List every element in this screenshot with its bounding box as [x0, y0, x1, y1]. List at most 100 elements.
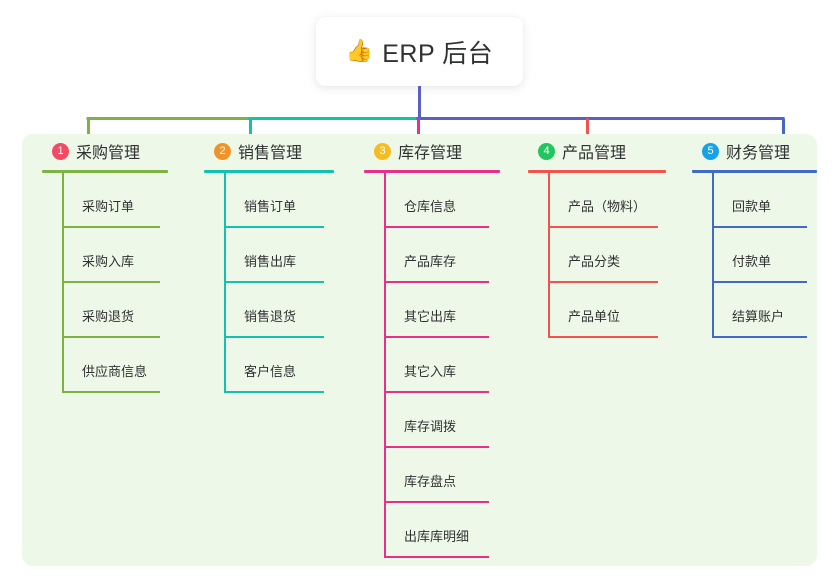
column-items-1: 采购订单采购入库采购退货供应商信息 [62, 173, 168, 393]
menu-item-label: 付款单 [732, 254, 772, 269]
menu-item-rule [224, 391, 324, 393]
menu-item-rule [384, 501, 489, 503]
page-title: ERP 后台 [382, 39, 494, 68]
menu-item-label: 供应商信息 [82, 364, 148, 379]
column-badge-1: 1 [52, 142, 69, 160]
menu-item-rule [384, 226, 489, 228]
column-title-5: 财务管理 [726, 145, 791, 162]
menu-item-rule [548, 281, 658, 283]
menu-item-label: 销售退货 [244, 309, 297, 324]
column-items-2: 销售订单销售出库销售退货客户信息 [224, 173, 334, 393]
column-title-1: 采购管理 [76, 145, 141, 162]
menu-item-label: 库存盘点 [404, 474, 457, 489]
menu-item-label: 产品库存 [404, 254, 457, 269]
column-产品管理: 4 产品管理产品（物料） 产品分类产品单位 [528, 134, 666, 338]
column-采购管理: 1 采购管理采购订单采购入库采购退货供应商信息 [42, 134, 168, 393]
menu-item-label: 仓库信息 [404, 199, 457, 214]
thumbs-up-icon: 👍 [345, 37, 374, 63]
menu-item-label: 产品单位 [568, 309, 621, 324]
column-header-1[interactable]: 1 采购管理 [42, 134, 168, 168]
menu-item[interactable]: 采购退货 [62, 283, 168, 338]
column-header-rule-3 [364, 170, 500, 173]
menu-item-rule [224, 336, 324, 338]
column-销售管理: 2 销售管理销售订单销售出库销售退货客户信息 [204, 134, 334, 393]
column-badge-2: 2 [214, 142, 231, 160]
menu-item-label: 回款单 [732, 199, 772, 214]
menu-item[interactable]: 客户信息 [224, 338, 334, 393]
column-header-rule-1 [42, 170, 168, 173]
menu-item[interactable]: 销售退货 [224, 283, 334, 338]
column-spine-4 [548, 173, 550, 338]
menu-item-rule [384, 336, 489, 338]
menu-item[interactable]: 产品（物料） [548, 173, 666, 228]
column-header-rule-4 [528, 170, 666, 173]
menu-item-rule [548, 336, 658, 338]
column-items-5: 回款单付款单结算账户 [712, 173, 817, 338]
menu-item[interactable]: 产品库存 [384, 228, 500, 283]
menu-item[interactable]: 其它入库 [384, 338, 500, 393]
title-inner: 👍 ERP 后台 [346, 34, 493, 70]
column-badge-4: 4 [538, 142, 555, 160]
menu-item-label: 客户信息 [244, 364, 297, 379]
column-spine-3 [384, 173, 386, 558]
column-title-2: 销售管理 [238, 145, 303, 162]
column-items-4: 产品（物料） 产品分类产品单位 [548, 173, 666, 338]
menu-item-rule [62, 336, 160, 338]
menu-item-rule [62, 226, 160, 228]
column-badge-5: 5 [702, 142, 719, 160]
menu-item[interactable]: 采购入库 [62, 228, 168, 283]
column-header-rule-5 [692, 170, 817, 173]
menu-item-label: 采购入库 [82, 254, 135, 269]
column-财务管理: 5 财务管理回款单付款单结算账户 [692, 134, 817, 338]
menu-item-rule [548, 226, 658, 228]
menu-item-label: 产品分类 [568, 254, 621, 269]
menu-item[interactable]: 付款单 [712, 228, 817, 283]
menu-item-rule [712, 281, 807, 283]
menu-item-label: 采购退货 [82, 309, 135, 324]
column-header-4[interactable]: 4 产品管理 [528, 134, 666, 168]
column-header-5[interactable]: 5 财务管理 [692, 134, 817, 168]
sitemap-panel: 1 采购管理采购订单采购入库采购退货供应商信息 2 销售管理销售订单销售出库销售退货客… [22, 134, 817, 566]
column-spine-1 [62, 173, 64, 393]
menu-item-rule [384, 391, 489, 393]
menu-item[interactable]: 销售出库 [224, 228, 334, 283]
menu-item[interactable]: 库存盘点 [384, 448, 500, 503]
menu-item-label: 库存调拨 [404, 419, 457, 434]
menu-item-rule [224, 226, 324, 228]
menu-item[interactable]: 库存调拨 [384, 393, 500, 448]
column-items-3: 仓库信息产品库存其它出库其它入库库存调拨库存盘点出库库明细 [384, 173, 500, 558]
menu-item[interactable]: 回款单 [712, 173, 817, 228]
menu-item-rule [62, 391, 160, 393]
menu-item-rule [384, 281, 489, 283]
column-title-4: 产品管理 [562, 145, 627, 162]
menu-item-rule [62, 281, 160, 283]
menu-item-rule [712, 226, 807, 228]
menu-item[interactable]: 仓库信息 [384, 173, 500, 228]
diagram-title-card: 👍 ERP 后台 [316, 17, 523, 86]
menu-item-rule [384, 556, 489, 558]
column-header-rule-2 [204, 170, 334, 173]
column-badge-3: 3 [374, 142, 391, 160]
menu-item-label: 销售出库 [244, 254, 297, 269]
menu-item[interactable]: 产品分类 [548, 228, 666, 283]
column-header-2[interactable]: 2 销售管理 [204, 134, 334, 168]
menu-item-label: 结算账户 [732, 309, 785, 324]
menu-item[interactable]: 出库库明细 [384, 503, 500, 558]
menu-item[interactable]: 供应商信息 [62, 338, 168, 393]
menu-item-label: 采购订单 [82, 199, 135, 214]
menu-item-rule [712, 336, 807, 338]
menu-item[interactable]: 其它出库 [384, 283, 500, 338]
menu-item[interactable]: 销售订单 [224, 173, 334, 228]
menu-item[interactable]: 采购订单 [62, 173, 168, 228]
menu-item-label: 销售订单 [244, 199, 297, 214]
menu-item-label: 其它出库 [404, 309, 457, 324]
menu-item[interactable]: 结算账户 [712, 283, 817, 338]
column-spine-2 [224, 173, 226, 393]
column-spine-5 [712, 173, 714, 338]
menu-item[interactable]: 产品单位 [548, 283, 666, 338]
menu-item-label: 产品（物料） [568, 199, 647, 214]
menu-item-label: 出库库明细 [404, 529, 470, 544]
